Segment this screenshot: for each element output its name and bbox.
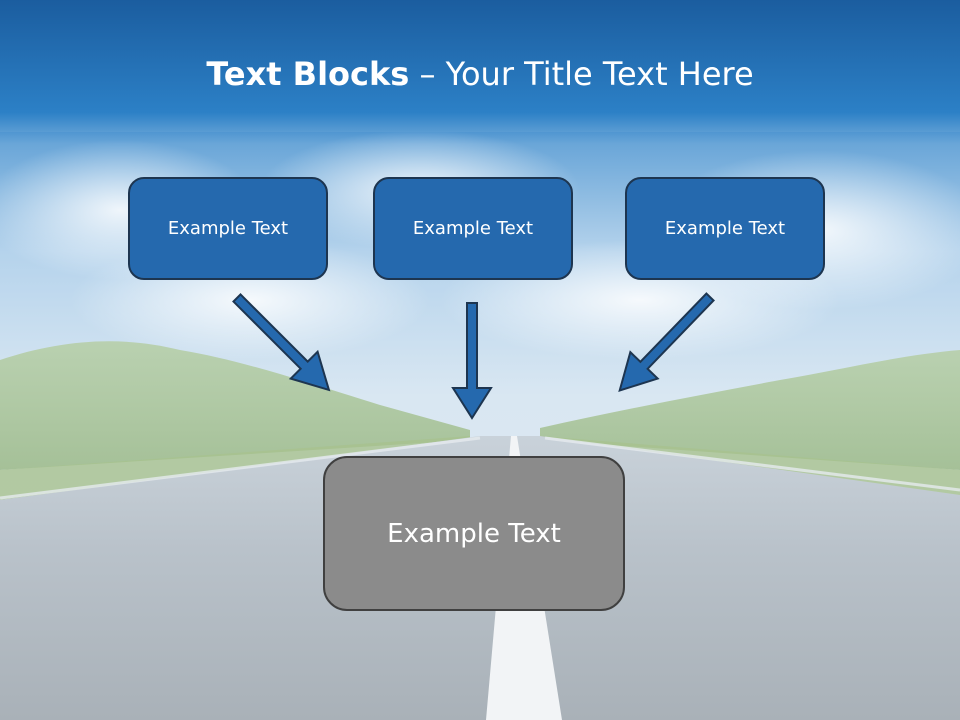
target-text-block[interactable]: Example Text: [323, 456, 625, 611]
title-separator: –: [409, 55, 446, 93]
text-block-center[interactable]: Example Text: [373, 177, 573, 280]
slide-title: Text Blocks – Your Title Text Here: [206, 54, 753, 150]
text-block-right[interactable]: Example Text: [625, 177, 825, 280]
title-bold-part: Text Blocks: [206, 55, 410, 93]
text-block-label: Example Text: [412, 218, 534, 239]
text-block-left[interactable]: Example Text: [128, 177, 328, 280]
target-block-label: Example Text: [387, 518, 561, 549]
title-bar: Text Blocks – Your Title Text Here: [0, 0, 960, 150]
text-block-label: Example Text: [167, 218, 289, 239]
title-rest: Your Title Text Here: [445, 55, 754, 93]
text-block-label: Example Text: [664, 218, 786, 239]
